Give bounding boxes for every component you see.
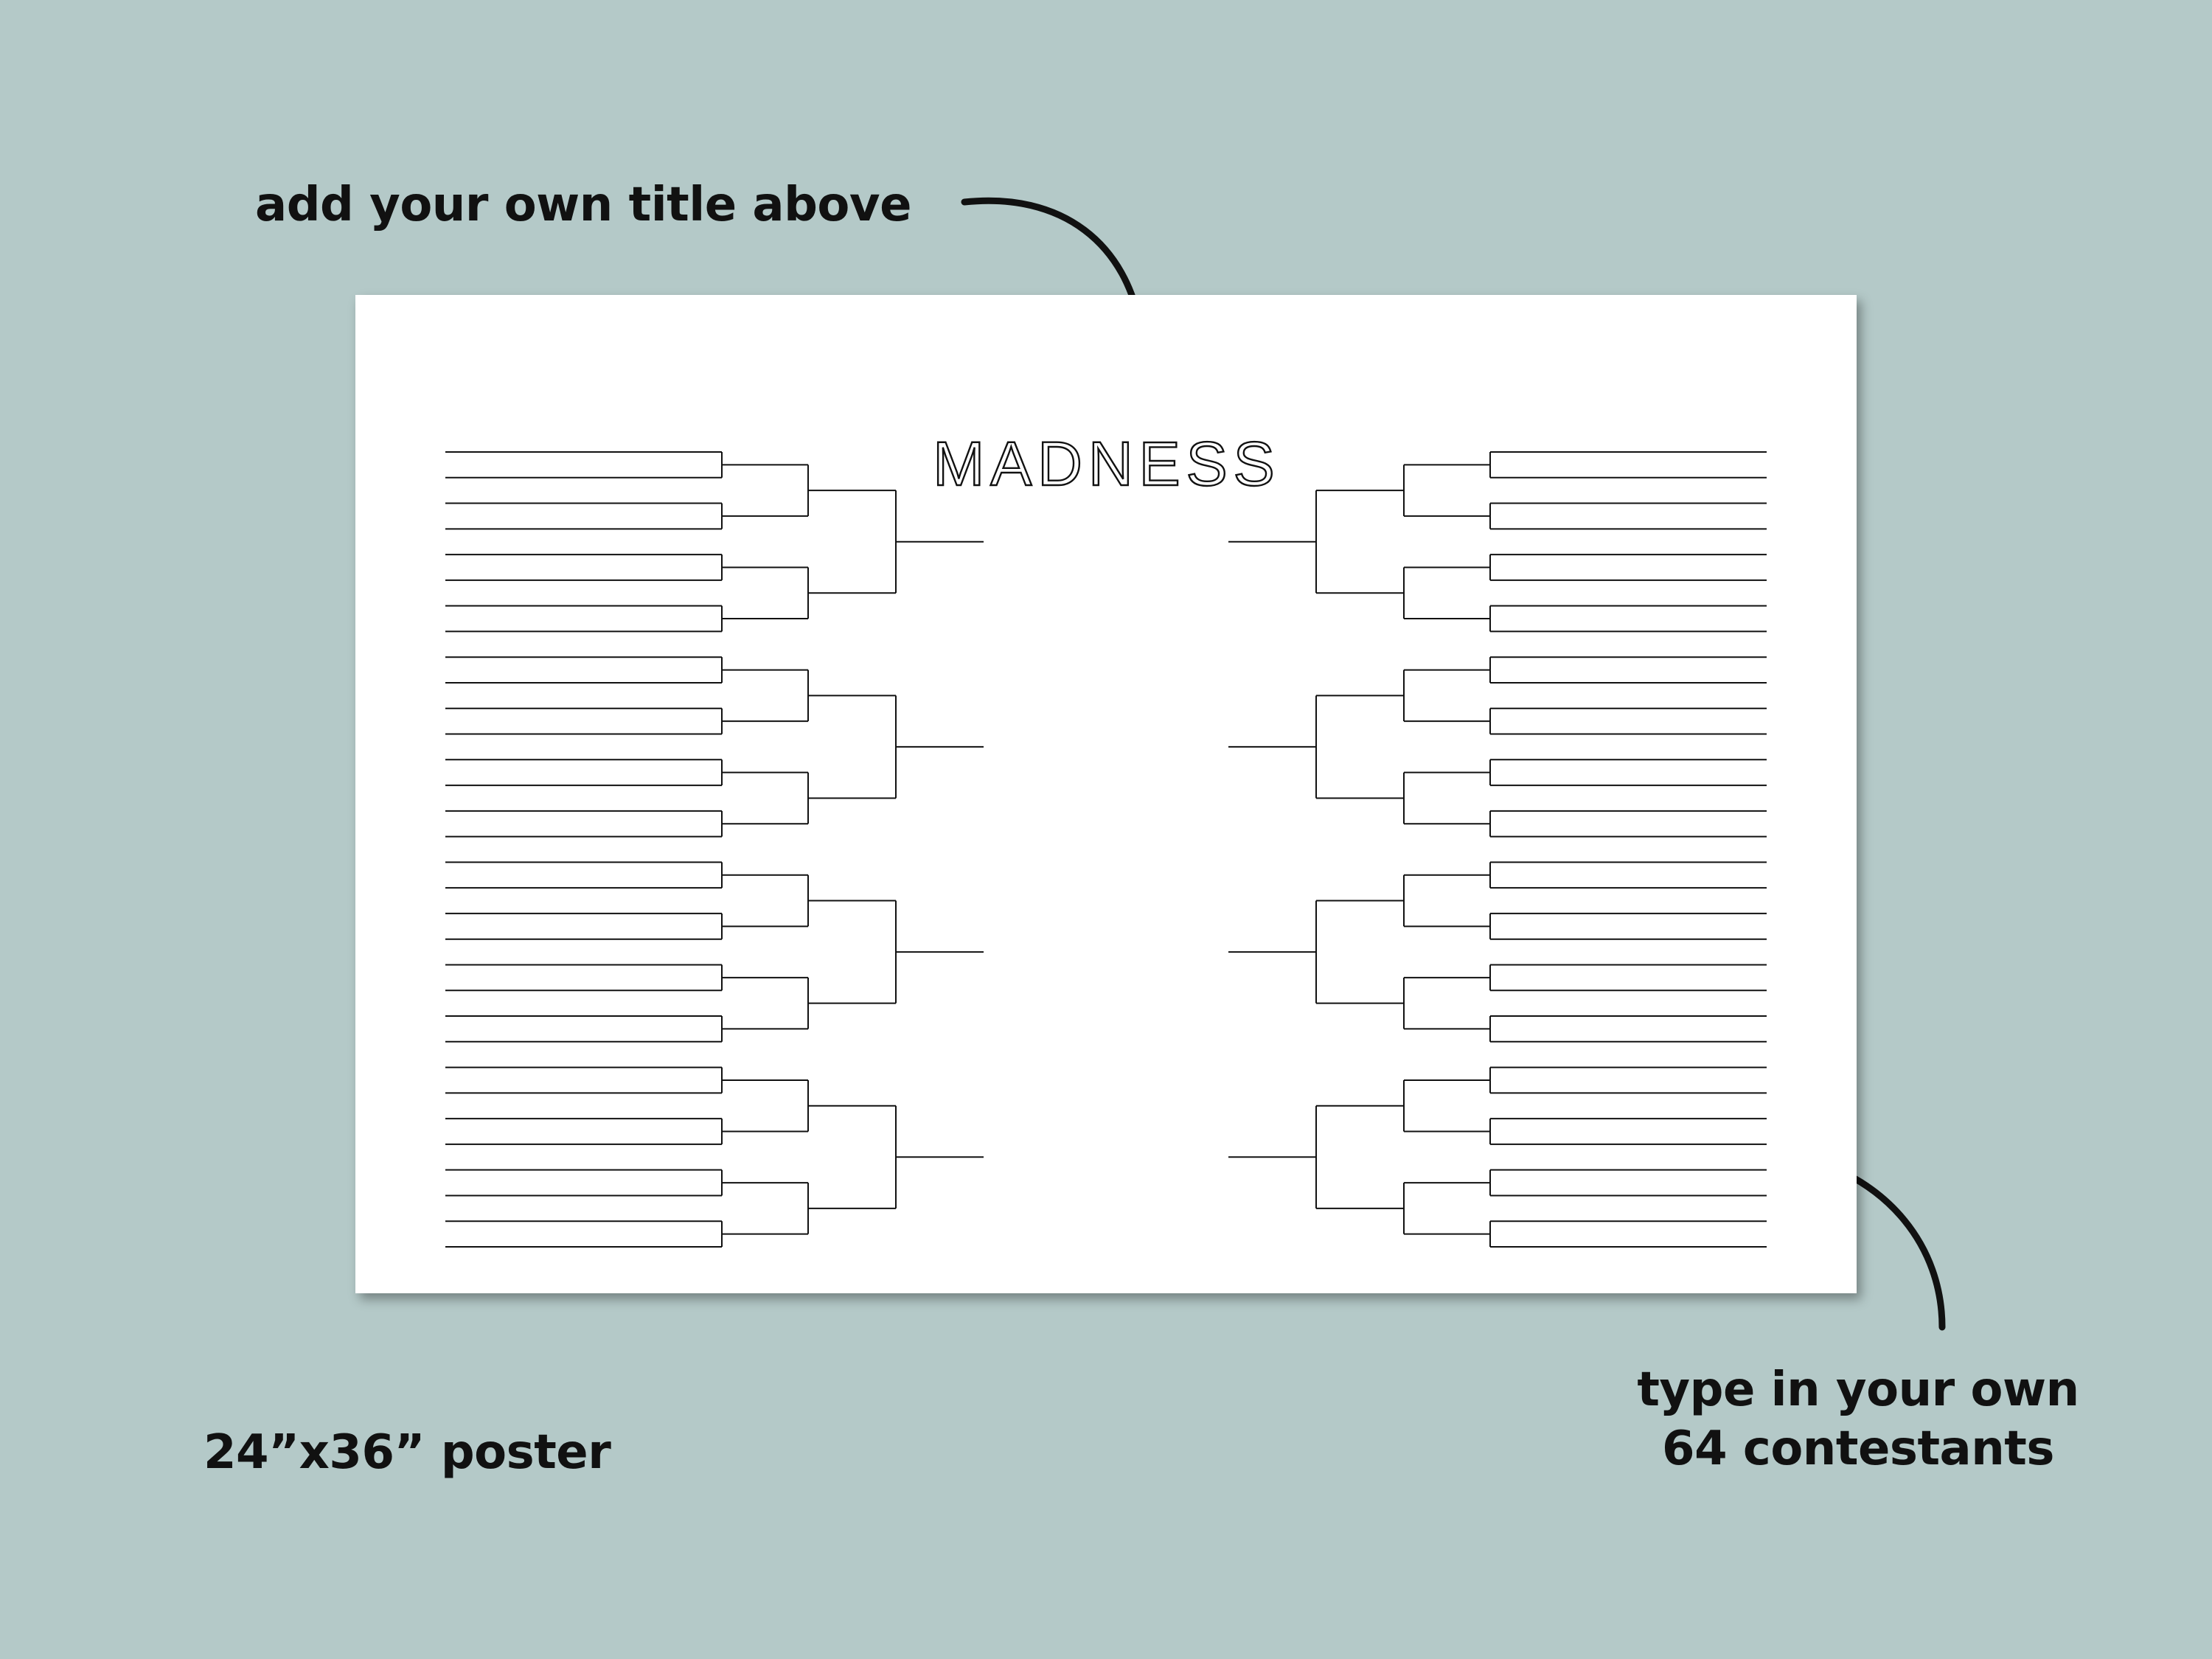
poster-title: MADNESS <box>933 429 1280 498</box>
bracket-poster: MADNESS <box>355 295 1857 1293</box>
title-hint-caption: add your own title above <box>255 178 911 232</box>
contestants-hint-line-1: type in your own <box>1637 1363 2079 1417</box>
bracket-lines <box>445 451 1767 1248</box>
poster-size-caption: 24”x36” poster <box>204 1425 611 1480</box>
contestants-hint-line-2: 64 contestants <box>1662 1422 2054 1476</box>
contestants-hint-caption: type in your own 64 contestants <box>1615 1360 2101 1478</box>
tournament-bracket: MADNESS <box>445 428 1767 1248</box>
